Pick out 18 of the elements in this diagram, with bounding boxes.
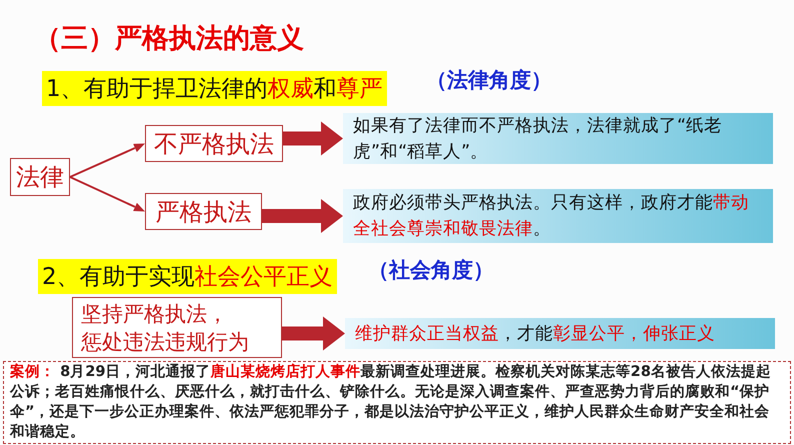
text-box: 维护群众正当权益，才能彰显公平，伸张正义 — [345, 318, 775, 349]
arrow — [262, 199, 343, 233]
perspective-label: （法律角度） — [426, 67, 552, 94]
text-box: 坚持严格执法，惩处违法违规行为 — [72, 297, 282, 358]
arrow — [70, 176, 145, 212]
perspective-label: （社会角度） — [368, 257, 494, 284]
case-box: 案例： 8月29日，河北通报了唐山某烧烤店打人事件最新调查处理进展。检察机关对陈某志等28名被告人依法提起公诉；老百姓痛恨什么、厌恶什么，就打击什么、铲除什么。无论是深入调查案件、严查恶势力背后的腐败和“保护伞”，还是下一步公正办理案件、依法严惩犯罪分子，都是以法治守护公平正义，维护人民群众生命财产安全和社会和谐稳定。 — [3, 361, 791, 444]
arrow — [70, 144, 145, 178]
text-box: 如果有了法律而不严格执法，法律就成了“纸老虎”和“稻草人”。 — [343, 113, 773, 164]
section-heading: 1、有助于捍卫法律的权威和尊严 — [42, 71, 387, 106]
term-box: 不严格执法 — [145, 125, 283, 162]
term-box: 严格执法 — [145, 193, 262, 230]
title: （三）严格执法的意义 — [34, 22, 304, 56]
arrow — [283, 122, 343, 156]
term-box: 法律 — [10, 158, 70, 196]
text-box: 政府必须带头严格执法。只有这样，政府才能带动全社会尊崇和敬畏法律。 — [343, 189, 773, 243]
arrow — [282, 316, 345, 350]
section-heading: 2、有助于实现社会公平正义 — [38, 259, 337, 294]
